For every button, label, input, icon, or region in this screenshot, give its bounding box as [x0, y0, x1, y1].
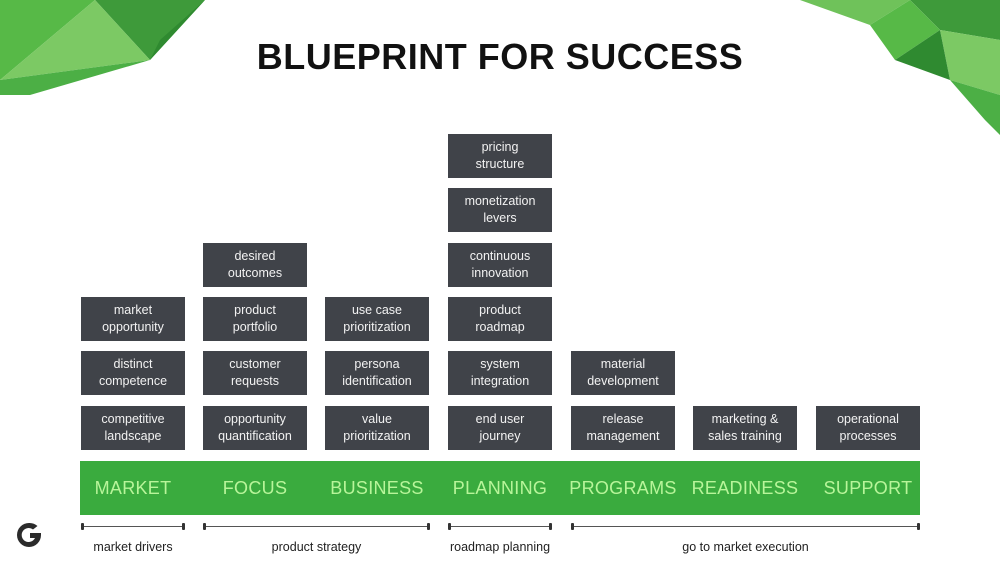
group-label-market-drivers: market drivers: [93, 540, 173, 554]
phase-label-programs: PROGRAMS: [569, 477, 677, 498]
box-distinct-competence: distinct competence: [81, 351, 185, 395]
box-material-development: material development: [571, 351, 675, 395]
bracket-roadmap-planning: [448, 523, 552, 530]
page-title: BLUEPRINT FOR SUCCESS: [256, 36, 744, 77]
box-release-management: release management: [571, 406, 675, 450]
group-label-roadmap-planning: roadmap planning: [449, 540, 551, 554]
phase-label-focus: FOCUS: [222, 477, 288, 498]
box-marketing-sales-training: marketing & sales training: [693, 406, 797, 450]
box-market-opportunity: market opportunity: [81, 297, 185, 341]
bracket-product-strategy: [203, 523, 430, 530]
box-product-portfolio: product portfolio: [203, 297, 307, 341]
box-use-case-prioritization: use case prioritization: [325, 297, 429, 341]
corner-polygon-decoration-left: [0, 0, 205, 95]
box-end-user-journey: end user journey: [448, 406, 552, 450]
phase-band: [80, 461, 920, 515]
box-persona-identification: persona identification: [325, 351, 429, 395]
box-system-integration: system integration: [448, 351, 552, 395]
logo-icon: [17, 522, 41, 547]
box-customer-requests: customer requests: [203, 351, 307, 395]
box-competitive-landscape: competitive landscape: [81, 406, 185, 450]
bracket-market-drivers: [81, 523, 185, 530]
box-opportunity-quantification: opportunity quantification: [203, 406, 307, 450]
phase-label-readiness: READINESS: [691, 477, 799, 498]
box-continuous-innovation: continuous innovation: [448, 243, 552, 287]
box-pricing-structure: pricing structure: [448, 134, 552, 178]
box-desired-outcomes: desired outcomes: [203, 243, 307, 287]
box-value-prioritization: value prioritization: [325, 406, 429, 450]
phase-label-planning: PLANNING: [452, 477, 548, 498]
phase-label-support: SUPPORT: [823, 477, 913, 498]
group-label-product-strategy: product strategy: [271, 540, 362, 554]
phase-label-business: BUSINESS: [330, 477, 424, 498]
box-product-roadmap: product roadmap: [448, 297, 552, 341]
group-label-go-to-market-execution: go to market execution: [682, 540, 809, 554]
phase-label-market: MARKET: [94, 477, 172, 498]
bracket-go-to-market-execution: [571, 523, 920, 530]
box-operational-processes: operational processes: [816, 406, 920, 450]
box-monetization-levers: monetization levers: [448, 188, 552, 232]
corner-polygon-decoration-right: [800, 0, 1000, 135]
